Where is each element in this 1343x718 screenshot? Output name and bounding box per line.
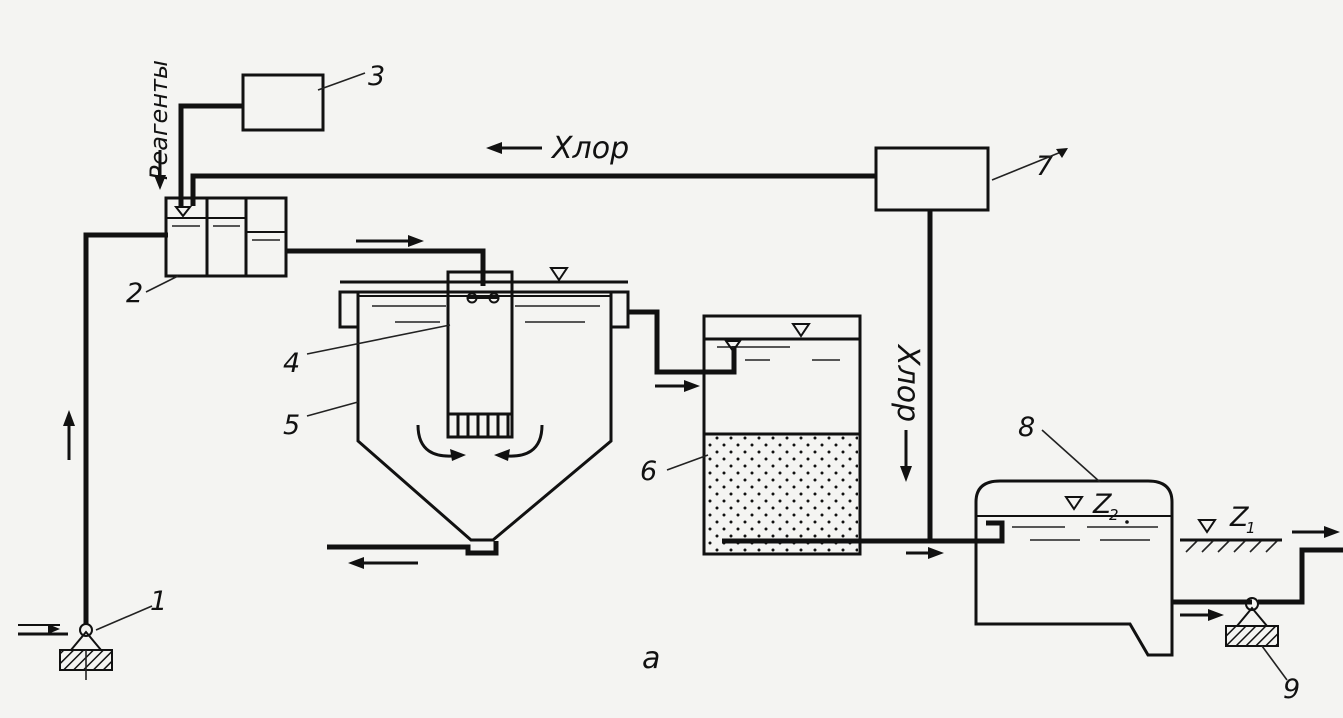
level-z1-subscript: 1 [1246,519,1256,537]
reagents-arrow [154,150,166,190]
filter-6 [702,314,862,556]
raw-water-inlet-arrow [18,624,68,636]
label-4: 4 [283,348,300,379]
rising-main-pipe [83,232,168,624]
reservoir-8 [974,479,1174,657]
leader-7-arrowhead [1056,148,1068,158]
leader-5 [306,401,359,417]
label-8: 8 [1018,412,1035,443]
leader-3 [317,72,366,91]
flow-arrow-to-reservoir [906,547,944,559]
flow-arrow-mixer-out [356,235,424,247]
mixer-2 [164,196,288,278]
label-6: 6 [640,456,657,487]
clarifier-5 [338,267,630,542]
ground-level [1180,519,1282,553]
level-z2-subscript: 2 [1109,506,1119,524]
flow-arrow-to-consumer [1292,526,1340,538]
flow-arrow-to-filter [655,380,700,392]
leader-8 [1041,429,1101,483]
label-9: 9 [1283,674,1300,705]
pump-1 [59,623,113,680]
figure-caption: а [642,641,660,676]
label-2: 2 [126,278,143,309]
recirculation-arrows [416,424,544,461]
leader-9 [1261,645,1288,681]
leader-7 [991,149,1067,181]
sludge-outlet-pipe [327,541,499,556]
leader-4 [306,324,451,355]
leader-1 [95,605,153,631]
pipe-filter-to-reservoir [860,520,1005,544]
chlorine-side-arrow [900,430,912,482]
sludge-flow-arrow [348,557,418,569]
flow-up-arrow [63,410,75,460]
flow-arrow-to-pump-9 [1180,609,1224,621]
chlorine-top-arrow [486,142,542,154]
chlorine-top-label: Хлор [550,131,629,166]
leader-2 [145,275,179,293]
label-3: 3 [368,61,385,92]
level-z2-label: Z [1092,489,1112,520]
label-5: 5 [283,410,300,441]
chlorine-main-line [190,173,876,206]
pipe-mixer-to-clarifier [286,248,486,286]
leader-6 [666,454,709,471]
chlorine-side-label: Хлор [890,343,925,422]
flocculation-chamber-4 [446,270,514,439]
level-z1-label: Z [1229,502,1249,533]
pipe-clarifier-to-filter [628,309,737,375]
reagent-tank-3 [178,73,325,206]
chlorinator-7 [874,146,990,540]
reservoir-outlet-pipe [1172,547,1343,605]
label-7: 7 [1036,151,1053,182]
pump-9 [1225,597,1279,647]
label-1: 1 [150,586,167,617]
